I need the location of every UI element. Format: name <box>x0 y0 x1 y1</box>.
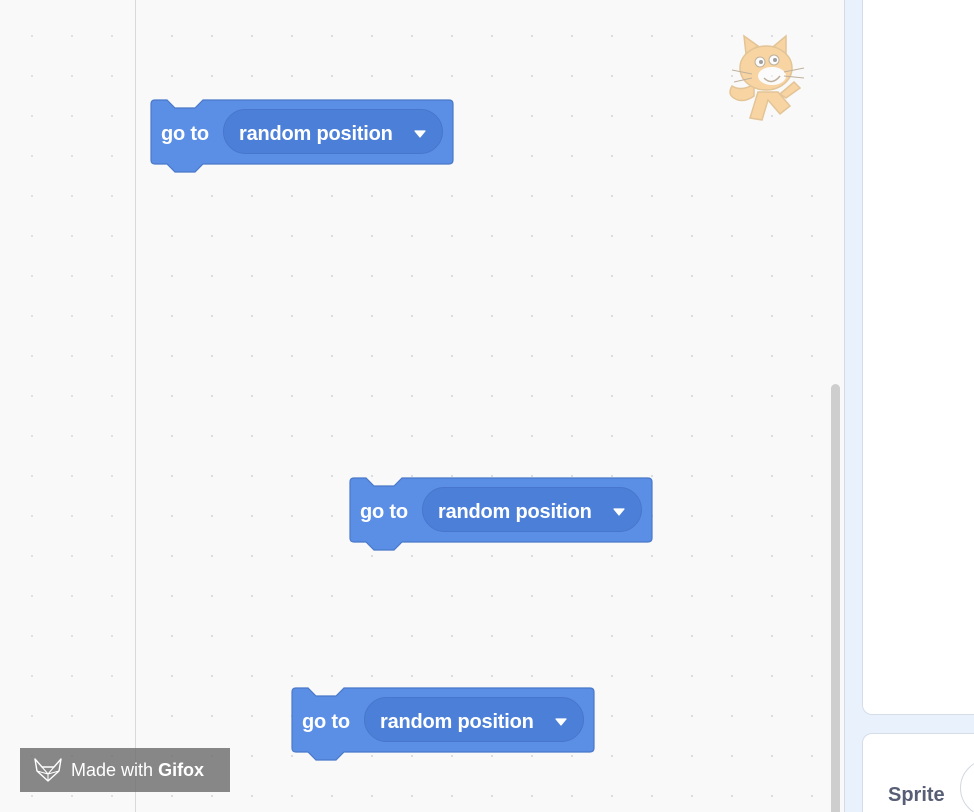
block-label: go to <box>360 501 408 523</box>
go-to-block[interactable]: go to random position <box>150 99 455 177</box>
dropdown-value: random position <box>380 711 534 733</box>
scrollbar-thumb[interactable] <box>831 384 840 812</box>
block-label: go to <box>161 123 209 145</box>
block-palette-edge <box>0 0 136 812</box>
code-workspace[interactable]: go to random position go to random posit… <box>136 0 845 812</box>
position-dropdown[interactable]: random position <box>364 697 584 742</box>
watermark-prefix: Made with <box>71 760 154 780</box>
position-dropdown[interactable]: random position <box>223 109 443 154</box>
go-to-block[interactable]: go to random position <box>349 477 654 555</box>
dropdown-value: random position <box>438 501 592 523</box>
watermark-brand: Gifox <box>158 760 205 780</box>
caret-down-icon <box>555 718 567 726</box>
caret-down-icon <box>414 130 426 138</box>
block-label: go to <box>302 711 350 733</box>
sprite-label: Sprite <box>888 784 945 806</box>
scratch-cat-icon <box>729 34 805 121</box>
stage-panel[interactable] <box>862 0 974 715</box>
position-dropdown[interactable]: random position <box>422 487 642 532</box>
go-to-block[interactable]: go to random position <box>291 687 596 765</box>
watermark-text: Made with Gifox <box>71 760 204 781</box>
sprite-info-panel: Sprite <box>862 733 974 812</box>
dropdown-value: random position <box>239 123 393 145</box>
sprite-name-input[interactable] <box>960 759 974 812</box>
workspace-scrollbar[interactable] <box>828 0 842 812</box>
fox-logo-icon <box>34 758 62 782</box>
caret-down-icon <box>613 508 625 516</box>
gifox-watermark: Made with Gifox <box>20 748 230 792</box>
